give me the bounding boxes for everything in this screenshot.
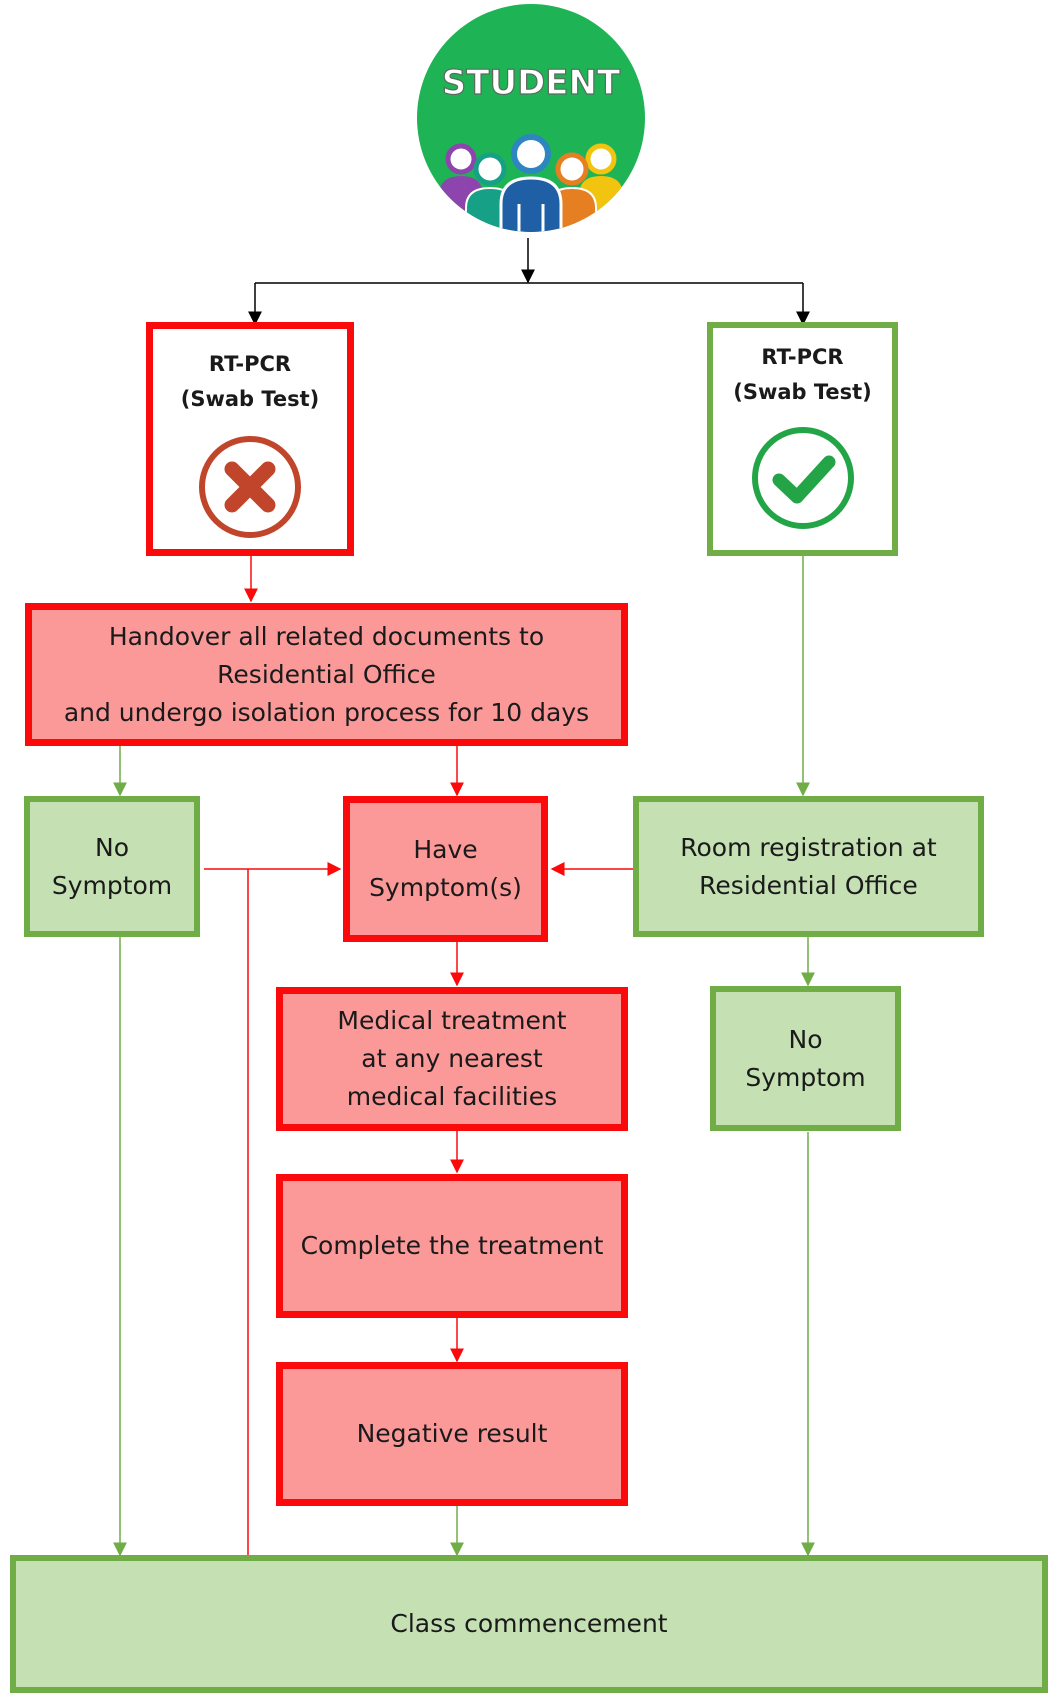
room-registration-text: Room registration at Residential Office [680,832,937,900]
no-symptom-right-box: No Symptom [710,986,901,1131]
handover-text: Handover all related documents to Reside… [63,621,590,727]
no-symptom-left-box: No Symptom [24,796,200,937]
room-registration-box: Room registration at Residential Office [633,796,984,937]
rtpcr-negative-box: RT-PCR (Swab Test) [707,322,898,556]
student-group-icon [439,134,623,232]
class-commencement-box: Class commencement [10,1555,1048,1693]
medical-treatment-box: Medical treatment at any nearest medical… [276,987,628,1131]
no-symptom-left-text: No Symptom [51,832,173,900]
handover-box: Handover all related documents to Reside… [25,603,628,746]
cross-circle-icon [199,436,301,538]
rtpcr-negative-label: RT-PCR (Swab Test) [733,345,872,404]
rtpcr-positive-box: RT-PCR (Swab Test) [146,322,354,556]
have-symptoms-box: Have Symptom(s) [343,796,548,942]
complete-treatment-box: Complete the treatment [276,1174,628,1318]
complete-treatment-text: Complete the treatment [300,1231,604,1260]
no-symptom-right-text: No Symptom [745,1024,866,1092]
negative-result-box: Negative result [276,1362,628,1506]
student-logo: STUDENT [417,4,645,232]
medical-treatment-text: Medical treatment at any nearest medical… [337,1006,567,1111]
negative-result-text: Negative result [356,1419,548,1448]
rtpcr-positive-label: RT-PCR (Swab Test) [180,352,320,411]
class-commencement-text: Class commencement [390,1609,668,1638]
logo-text: STUDENT [442,63,621,103]
have-symptoms-text: Have Symptom(s) [369,835,522,902]
check-circle-icon [751,427,854,529]
